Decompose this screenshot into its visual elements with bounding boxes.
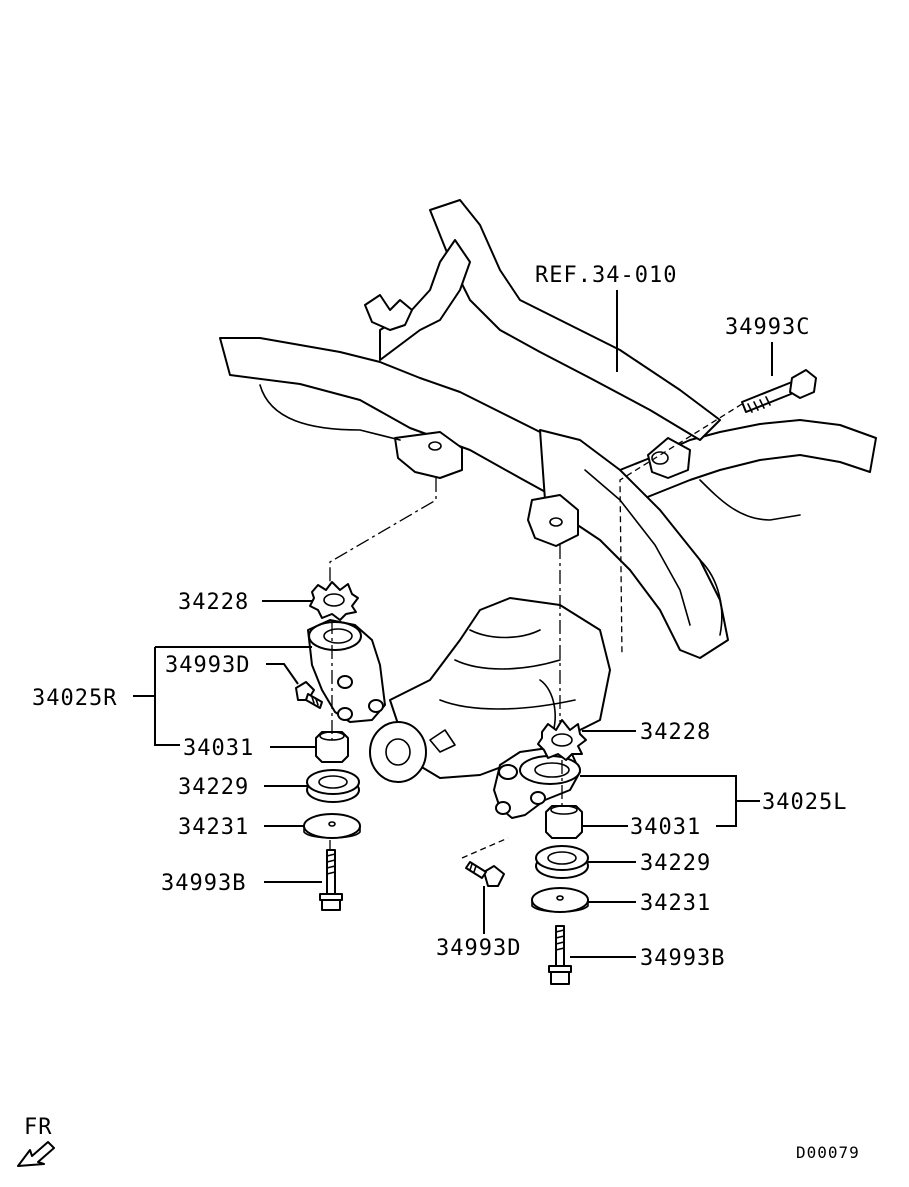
bracket-34025l [493,747,581,819]
label-stopper-34229-r[interactable]: 34229 [178,775,249,800]
label-washer-34231-r[interactable]: 34231 [178,815,249,840]
label-bolt-34993d-l[interactable]: 34993D [436,936,521,961]
leader-lines [133,290,773,958]
label-stopper-34228-l[interactable]: 34228 [640,720,711,745]
label-bushing-34031-r[interactable]: 34031 [183,736,254,761]
label-bushing-34031-l[interactable]: 34031 [630,815,701,840]
bolt-34993c [741,369,817,413]
crossmember [219,199,877,659]
bolt-34993d-r [295,681,323,709]
stopper-34229-r [306,769,360,803]
bolt-34993d-l [465,861,505,887]
direction-label: FR [24,1115,53,1140]
label-bolt-34993b-l[interactable]: 34993B [640,946,725,971]
bracket-34025r [307,619,386,723]
stopper-34228-l [537,719,587,761]
bushing-34031-r [315,731,349,763]
alignment-lines [329,403,743,859]
label-bracket-34025l[interactable]: 34025L [762,790,847,815]
label-bolt-34993b-r[interactable]: 34993B [161,871,246,896]
label-bracket-34025r[interactable]: 34025R [32,686,117,711]
diagram-id: D00079 [796,1143,860,1162]
label-stopper-34228-r[interactable]: 34228 [178,590,249,615]
washer-34231-r [303,813,361,839]
label-bolt-34993d-r[interactable]: 34993D [165,653,250,678]
washer-34231-l [531,887,589,913]
front-arrow-icon [17,1141,55,1167]
label-stopper-34229-l[interactable]: 34229 [640,851,711,876]
bolt-34993b-l [548,925,572,985]
bolt-34993b-r [319,849,343,911]
label-bolt-34993c[interactable]: 34993C [725,315,810,340]
label-ref[interactable]: REF.34-010 [535,263,677,288]
stopper-34229-l [535,845,589,879]
stopper-34228-r [309,581,359,621]
label-washer-34231-l[interactable]: 34231 [640,891,711,916]
bushing-34031-l [545,805,583,839]
